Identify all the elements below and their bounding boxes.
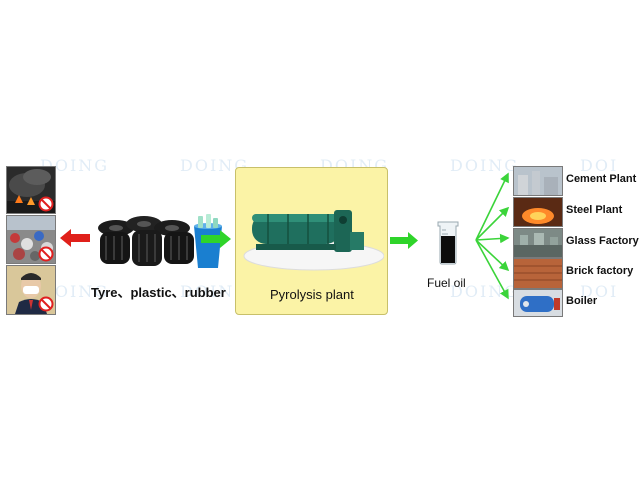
cement-plant-photo <box>513 166 563 196</box>
application-label-brick-factory: Brick factory <box>566 265 633 277</box>
prohibited-icon-2 <box>38 246 54 262</box>
center-label: Pyrolysis plant <box>270 287 354 302</box>
application-label-cement-plant: Cement Plant <box>566 173 636 185</box>
fuel-oil-beaker-illustration <box>432 220 464 266</box>
pyrolysis-plant-box: Pyrolysis plant <box>235 167 388 315</box>
branch-arrows <box>470 166 514 306</box>
glass-factory-photo <box>513 228 563 258</box>
boiler-photo <box>513 289 563 317</box>
prohibited-icon-3 <box>38 296 54 312</box>
inputs-label: Tyre、plastic、rubber <box>91 282 226 301</box>
application-label-boiler: Boiler <box>566 295 597 307</box>
green-arrow-right-icon <box>201 230 231 248</box>
application-label-steel-plant: Steel Plant <box>566 204 622 216</box>
steel-plant-photo <box>513 197 563 227</box>
pyrolysis-plant-illustration <box>238 190 384 274</box>
product-label: Fuel oil <box>427 276 466 290</box>
application-label-glass-factory: Glass Factory <box>566 235 639 247</box>
red-arrow-left-icon <box>60 229 90 247</box>
prohibited-icon-1 <box>38 196 54 212</box>
brick-factory-photo <box>513 258 563 289</box>
green-arrow-right-icon <box>390 232 418 249</box>
